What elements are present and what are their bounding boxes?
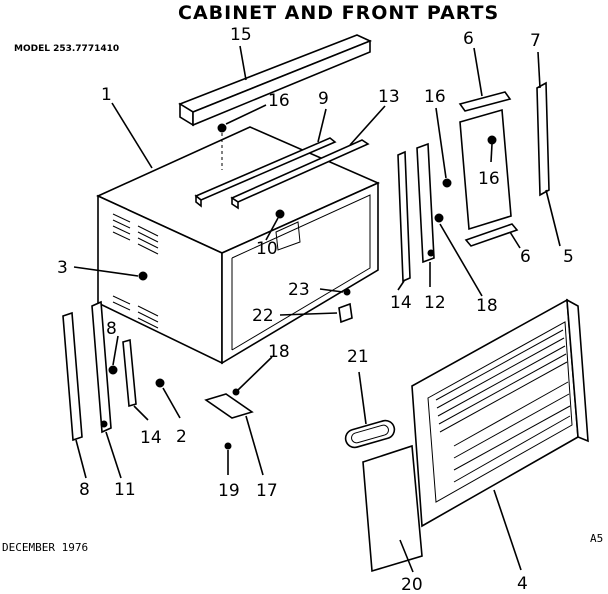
part-15-top-rail <box>178 34 373 127</box>
part-22-clip <box>338 302 353 324</box>
part-14-left-strip <box>122 338 137 408</box>
page-code: A5 <box>590 532 603 545</box>
callout-17: 17 <box>256 481 278 501</box>
callout-3: 3 <box>57 258 68 278</box>
callout-18-bracket: 18 <box>476 296 498 316</box>
model-number: MODEL 253.7771410 <box>14 44 119 54</box>
callout-4: 4 <box>517 574 528 594</box>
grille-louvers <box>435 329 571 483</box>
callout-16-top: 16 <box>268 91 290 111</box>
callout-2: 2 <box>176 427 187 447</box>
part-7-angle-piece <box>536 81 550 197</box>
screw-8-bracket <box>108 365 118 375</box>
callout-16-panel: 16 <box>478 169 500 189</box>
part-6-bottom-strip <box>464 223 519 247</box>
part-11-left-bracket <box>91 300 112 434</box>
callout-6-bottom: 6 <box>520 247 531 267</box>
part-13-top-bracket <box>230 139 370 210</box>
part-5-side-panel <box>459 108 512 231</box>
callout-9: 9 <box>318 89 329 109</box>
part-21-gasket <box>344 419 396 449</box>
callout-11: 11 <box>114 480 136 500</box>
callout-23: 23 <box>288 280 310 300</box>
date-label: DECEMBER 1976 <box>2 541 88 554</box>
screw-16-bracket <box>442 178 452 188</box>
callout-6-top: 6 <box>463 29 474 49</box>
callout-18-base: 18 <box>268 342 290 362</box>
callout-10: 10 <box>256 239 278 259</box>
callout-labels: 15 6 7 1 16 9 13 16 16 3 10 6 5 23 22 14… <box>57 25 574 594</box>
callout-7: 7 <box>530 31 541 51</box>
screw-16-top <box>217 123 227 170</box>
callout-8-screw: 8 <box>106 319 117 339</box>
cabinet-side-louvers <box>112 213 159 329</box>
part-6-top-strip <box>458 91 512 112</box>
screw-23 <box>343 288 351 296</box>
screw-2 <box>155 378 165 388</box>
callout-14-right: 14 <box>390 293 412 313</box>
screw-10 <box>275 209 285 219</box>
callout-21: 21 <box>347 347 369 367</box>
callout-1: 1 <box>101 85 112 105</box>
leader-lines <box>73 45 561 573</box>
screw-3 <box>138 271 148 281</box>
part-8-left-rail <box>62 311 83 442</box>
part-1-cabinet <box>96 126 380 365</box>
part-4-front-grille <box>411 298 589 528</box>
callout-5: 5 <box>563 247 574 267</box>
callout-14-left: 14 <box>140 428 162 448</box>
part-20-filter <box>362 444 423 573</box>
part-17-base-bracket <box>204 388 254 450</box>
callout-13: 13 <box>378 87 400 107</box>
callout-19: 19 <box>218 481 240 501</box>
callout-20: 20 <box>401 575 423 594</box>
callout-15: 15 <box>230 25 252 45</box>
screw-18-bracket <box>434 213 444 223</box>
callout-12: 12 <box>424 293 446 313</box>
callout-22: 22 <box>252 306 274 326</box>
diagram-title: CABINET AND FRONT PARTS <box>178 2 499 24</box>
part-12-vertical-bracket <box>416 142 435 264</box>
part-14-vertical-strip-right <box>397 150 411 283</box>
part-9-top-bracket <box>194 137 337 208</box>
callout-8-rail: 8 <box>79 480 90 500</box>
callout-16-bracket: 16 <box>424 87 446 107</box>
